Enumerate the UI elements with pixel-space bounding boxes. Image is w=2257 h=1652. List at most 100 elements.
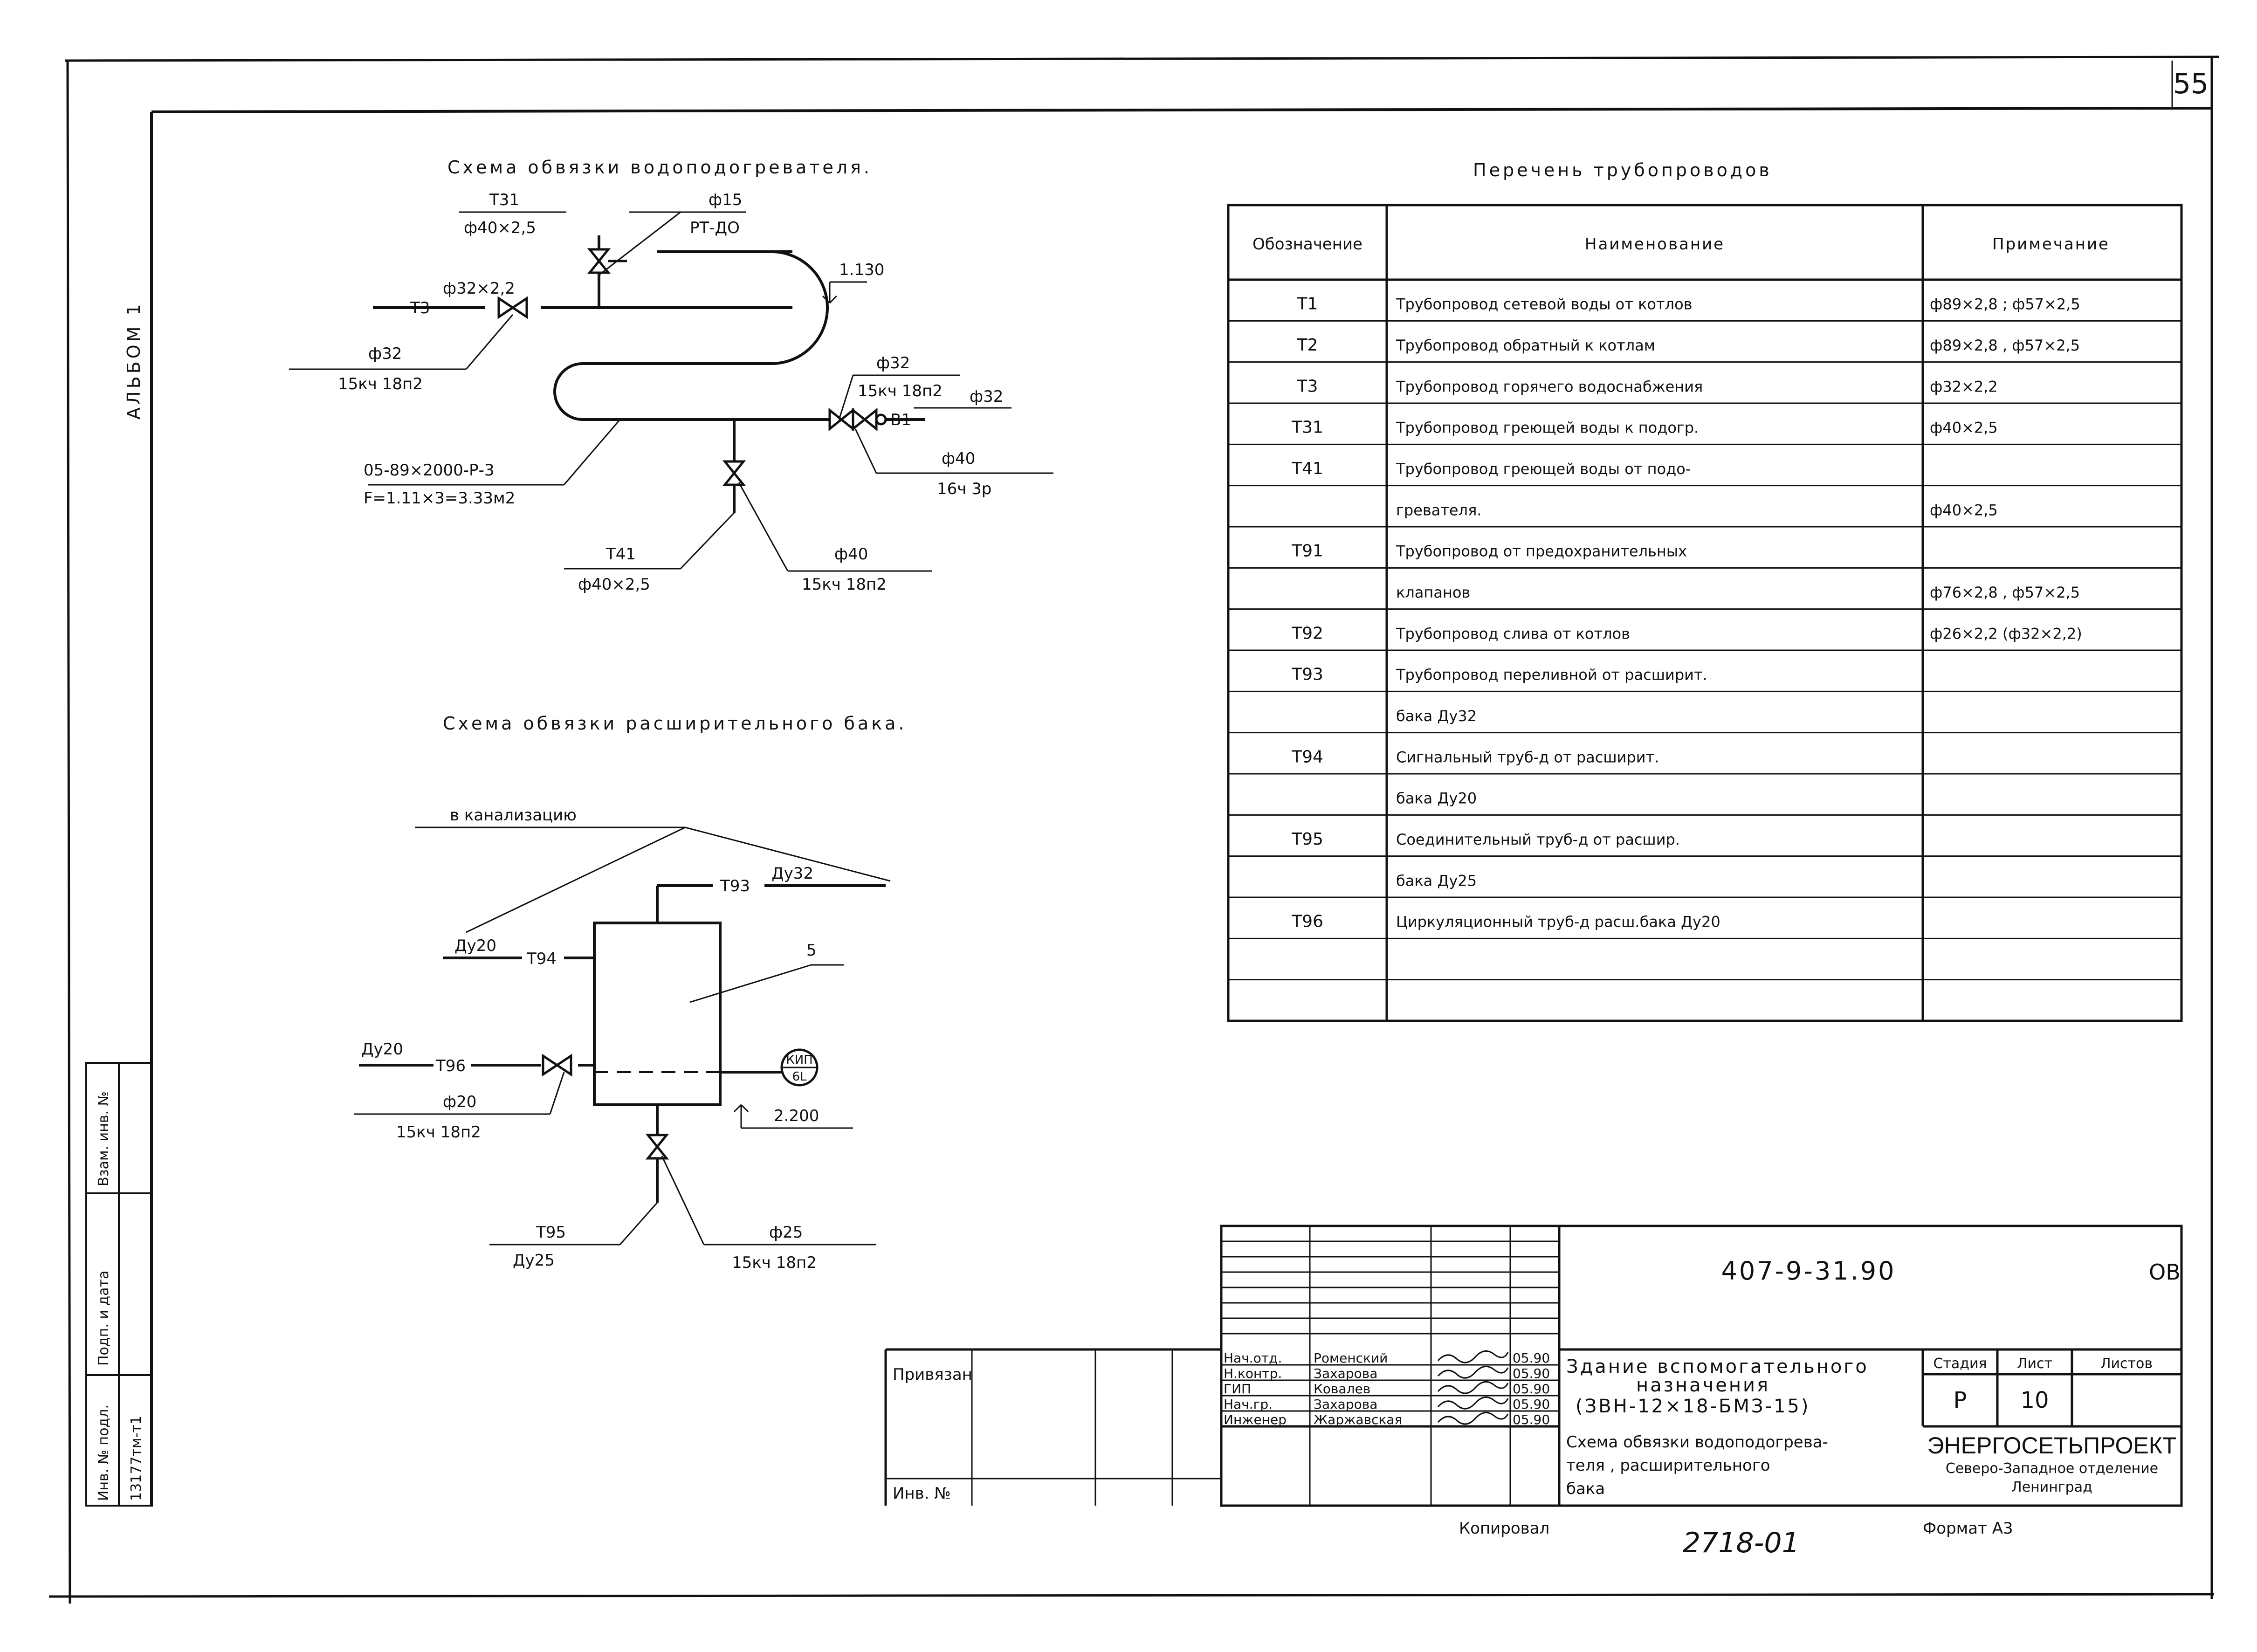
valve-t96	[542, 1053, 572, 1077]
signature-mark	[1437, 1365, 1509, 1379]
b1-dia: ф32	[970, 387, 1003, 406]
tank-scheme: Схема обвязки расширительного бака.	[354, 713, 907, 1272]
person-date: 05.90	[1513, 1381, 1550, 1397]
cell-designation: Т96	[1291, 912, 1323, 931]
valve-b1	[828, 407, 887, 432]
signature-mark	[1437, 1381, 1509, 1394]
t31-label: Т31	[489, 191, 519, 209]
t96-label: Т96	[435, 1057, 466, 1075]
cell-designation: Т2	[1297, 336, 1318, 355]
tank-pipework	[359, 884, 886, 1203]
t41-label: Т41	[606, 545, 636, 564]
cell-note: ф76×2,8 , ф57×2,5	[1930, 584, 2080, 601]
attached-label: Привязан	[893, 1365, 972, 1384]
cell-name: Трубопровод сетевой воды от котлов	[1396, 296, 1693, 313]
tank-level-mark: 2.200	[774, 1107, 819, 1125]
side-stamp-replace: Взам. инв. №	[96, 1091, 112, 1186]
instrument-kip: КИП 6L	[780, 1048, 819, 1087]
cell-note: ф89×2,8 ; ф57×2,5	[1930, 296, 2080, 313]
person-name: Жаржавская	[1314, 1412, 1402, 1427]
cell-designation: Т92	[1291, 624, 1323, 643]
org-branch-line2: Ленинград	[2011, 1479, 2092, 1495]
valve-t41	[722, 460, 746, 486]
heater-pipework	[373, 235, 925, 513]
cell-name: клапанов	[1396, 584, 1470, 601]
instrument-top-label: КИП	[786, 1053, 812, 1067]
cell-designation: Т93	[1291, 665, 1323, 684]
cell-name: Трубопровод греющей воды от подо-	[1396, 460, 1691, 478]
drawing-line1: Схема обвязки водоподогрева-	[1566, 1433, 1828, 1452]
t95-valve-dia: ф25	[769, 1223, 803, 1242]
header-note: Примечание	[1992, 235, 2110, 254]
stage-header: Стадия	[1933, 1356, 1987, 1372]
sheet-frame	[48, 55, 2219, 1604]
person-date: 05.90	[1513, 1350, 1550, 1366]
person-name: Ковалев	[1314, 1381, 1370, 1397]
t3-label: Т3	[410, 299, 430, 317]
cell-name: Трубопровод обратный к котлам	[1396, 337, 1655, 354]
inv-no-label: Инв. №	[893, 1484, 951, 1503]
doc-suffix: ОВ	[2149, 1260, 2181, 1285]
valve-t31	[587, 248, 627, 274]
instrument-bottom-label: 6L	[792, 1070, 807, 1084]
t96-dn: Ду20	[361, 1040, 403, 1059]
t41-size: ф40×2,5	[578, 575, 650, 594]
album-label: АЛЬБОМ 1	[124, 301, 144, 420]
person-date: 05.90	[1513, 1412, 1550, 1427]
pipe-list-title: Перечень трубопроводов	[1473, 160, 1772, 180]
doc-code: 407-9-31.90	[1721, 1256, 1896, 1286]
cell-name: Трубопровод греющей воды к подогр.	[1396, 419, 1699, 437]
t94-label: Т94	[526, 950, 557, 968]
header-designation: Обозначение	[1252, 235, 1362, 254]
cell-designation: Т91	[1291, 542, 1323, 561]
t31-size: ф40×2,5	[464, 219, 536, 237]
tank-leaders	[354, 826, 891, 1246]
drain-label: в канализацию	[450, 806, 577, 825]
cell-name: Циркуляционный труб-д расш.бака Ду20	[1396, 913, 1720, 931]
signature-mark	[1437, 1350, 1509, 1363]
building-line3: (ЗВН-12×18-БМЗ-15)	[1576, 1396, 1810, 1417]
person-name: Роменский	[1314, 1350, 1388, 1366]
heater-scheme: Схема обвязки водоподогревателя.	[289, 157, 1053, 594]
t93-label: Т93	[720, 877, 750, 895]
cell-name: гревателя.	[1396, 501, 1481, 519]
heater-area: F=1.11×3=3.33м2	[364, 489, 515, 508]
drawing-line3: бака	[1566, 1480, 1605, 1498]
cell-note: ф40×2,5	[1930, 501, 1998, 519]
signature-mark	[1437, 1411, 1509, 1425]
heater-leaders	[289, 211, 1053, 572]
cell-note: ф89×2,8 , ф57×2,5	[1930, 337, 2080, 354]
building-line1: Здание вспомогательного	[1566, 1356, 1869, 1377]
cell-note: ф40×2,5	[1930, 419, 1998, 437]
pipe-table-grid	[1227, 204, 2183, 1022]
t95-dn: Ду25	[513, 1251, 555, 1270]
header-name: Наименование	[1585, 235, 1725, 254]
drawing-line2: теля , расширительного	[1566, 1456, 1770, 1475]
t3-size: ф32×2,2	[443, 279, 515, 298]
cell-designation: Т31	[1291, 418, 1323, 437]
pipe-table-row-lines	[1228, 320, 2181, 981]
bottom-valve-type: 15кч 18п2	[802, 575, 887, 594]
sheets-header: Листов	[2100, 1356, 2153, 1372]
copy-number: 2718-01	[1683, 1527, 1800, 1559]
org-name: ЭНЕРГОСЕТЬПРОЕКТ	[1927, 1432, 2177, 1459]
format-label: Формат А3	[1923, 1519, 2013, 1538]
org-branch-line1: Северо-Западное отделение	[1946, 1460, 2158, 1477]
cell-name: Трубопровод переливной от расширит.	[1396, 666, 1707, 684]
left-valve-type: 15кч 18п2	[338, 375, 423, 393]
building-line2: назначения	[1636, 1375, 1770, 1396]
person-date: 05.90	[1513, 1366, 1550, 1381]
side-stamp-number: 13177тм-т1	[128, 1416, 145, 1501]
cell-designation: Т41	[1291, 459, 1323, 478]
person-name: Захарова	[1314, 1397, 1377, 1412]
t96-valve-type: 15кч 18п2	[396, 1123, 481, 1142]
side-stamp-sign: Подп. и дата	[96, 1271, 112, 1366]
expansion-tank	[593, 922, 722, 1106]
tank-scheme-title: Схема обвязки расширительного бака.	[443, 713, 907, 734]
cell-name: Трубопровод слива от котлов	[1396, 625, 1630, 642]
t96-valve-dia: ф20	[443, 1093, 476, 1111]
